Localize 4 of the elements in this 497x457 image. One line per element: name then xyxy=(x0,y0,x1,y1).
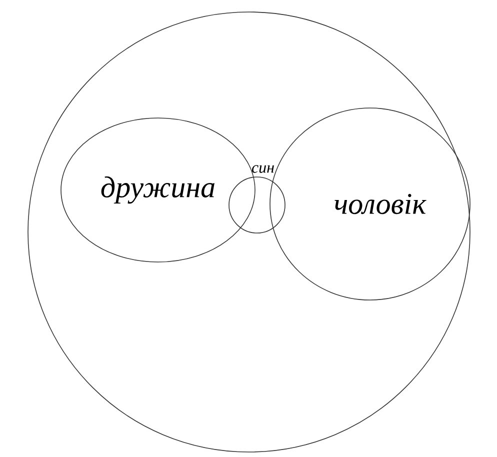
handwritten-label: чоловік xyxy=(334,194,426,214)
handwritten-label: дружина xyxy=(101,176,214,204)
outer-circle xyxy=(28,12,470,452)
handwritten-label: син xyxy=(252,165,274,173)
